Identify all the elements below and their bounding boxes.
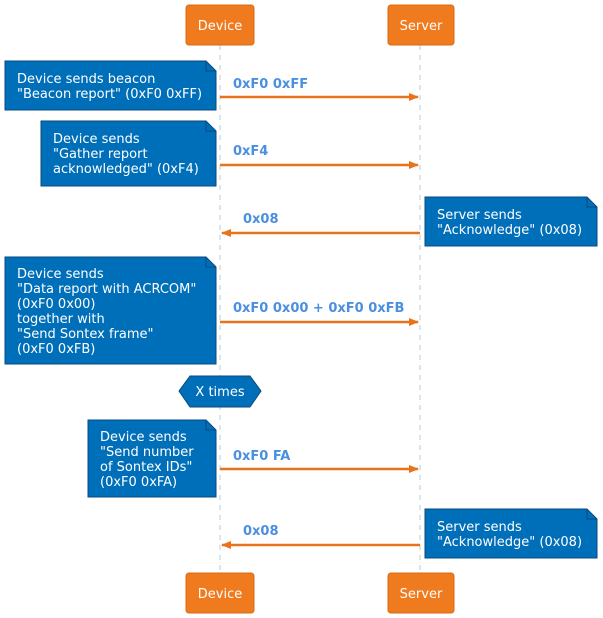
note-text: of Sontex IDs" <box>100 460 192 475</box>
participant-device-label: Device <box>198 587 242 602</box>
note-text: Device sends <box>17 267 104 282</box>
loop-label-hexagon: X times <box>178 375 262 408</box>
note-text: "Send Sontex frame" <box>17 327 154 342</box>
note-text: Server sends <box>437 520 522 535</box>
participant-server-label: Server <box>400 587 443 602</box>
note-text: together with <box>17 312 105 327</box>
note-text: "Data report with ACRCOM" <box>17 282 196 297</box>
message-1: 0xF0 0xFF <box>220 77 419 101</box>
note-text: Device sends <box>100 430 187 445</box>
note-5: Device sends "Send number of Sontex IDs"… <box>87 419 217 498</box>
note-text: "Gather report <box>53 147 148 162</box>
note-text: "Send number <box>100 445 194 460</box>
message-label: 0xF4 <box>233 144 268 159</box>
participant-device-top: Device <box>185 4 255 46</box>
loop-label: X times <box>195 385 244 400</box>
message-6: 0x08 <box>221 524 420 549</box>
message-label: 0x08 <box>243 524 279 539</box>
note-text: Device sends beacon <box>17 72 155 87</box>
message-4: 0xF0 0x00 + 0xF0 0xFB <box>220 301 419 326</box>
note-text: Server sends <box>437 208 522 223</box>
message-5: 0xF0 FA <box>220 449 419 473</box>
note-6: Server sends "Acknowledge" (0x08) <box>424 508 598 559</box>
note-2: Device sends "Gather report acknowledged… <box>40 120 217 187</box>
message-label: 0xF0 0x00 + 0xF0 0xFB <box>233 301 404 316</box>
note-text: Device sends <box>53 132 140 147</box>
note-text: acknowledged" (0xF4) <box>53 162 199 177</box>
participant-device-bottom: Device <box>185 572 255 614</box>
note-text: "Acknowledge" (0x08) <box>437 223 582 238</box>
note-4: Device sends "Data report with ACRCOM" (… <box>4 256 217 365</box>
message-2: 0xF4 <box>220 144 419 169</box>
message-label: 0xF0 0xFF <box>233 77 308 92</box>
message-3: 0x08 <box>221 212 420 237</box>
message-label: 0x08 <box>243 212 279 227</box>
note-3: Server sends "Acknowledge" (0x08) <box>424 196 598 247</box>
participant-server-label: Server <box>400 19 443 34</box>
participant-server-top: Server <box>387 4 455 46</box>
note-text: (0xF0 0x00) <box>17 297 96 312</box>
note-1: Device sends beacon "Beacon report" (0xF… <box>4 60 217 111</box>
message-label: 0xF0 FA <box>233 449 290 464</box>
note-text: "Beacon report" (0xF0 0xFF) <box>17 87 202 102</box>
note-text: (0xF0 0xFA) <box>100 475 177 490</box>
note-text: "Acknowledge" (0x08) <box>437 535 582 550</box>
participant-device-label: Device <box>198 19 242 34</box>
note-text: (0xF0 0xFB) <box>17 342 95 357</box>
participant-server-bottom: Server <box>387 572 455 614</box>
